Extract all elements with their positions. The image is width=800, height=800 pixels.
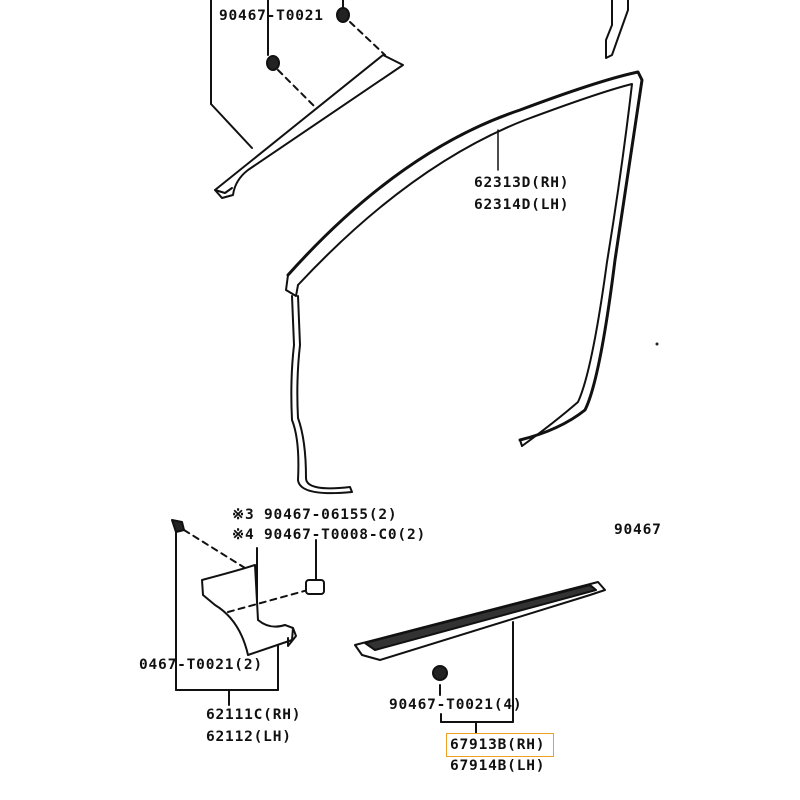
label-note-4: ※4 90467-T0008-C0(2) bbox=[232, 527, 427, 543]
edge-mark bbox=[655, 342, 659, 346]
label-cowl-fastener: 0467-T0021(2) bbox=[139, 657, 263, 673]
top-clips bbox=[266, 0, 386, 109]
label-scuff-rh[interactable]: 67913B(RH) bbox=[450, 737, 546, 753]
partial-part bbox=[605, 0, 629, 59]
label-scuff-lh[interactable]: 67914B(LH) bbox=[450, 758, 546, 774]
label-right-partial: 90467 bbox=[614, 522, 662, 538]
label-top-fastener: 90467-T0021 bbox=[219, 8, 324, 24]
a-pillar-garnish bbox=[210, 0, 404, 199]
scuff-plate bbox=[354, 581, 606, 734]
label-weatherstrip-lh: 62314D(LH) bbox=[474, 197, 570, 213]
label-note-3: ※3 90467-06155(2) bbox=[232, 507, 398, 523]
label-cowl-rh: 62111C(RH) bbox=[206, 707, 302, 723]
cowl-side-trim bbox=[171, 519, 325, 706]
door-weatherstrip bbox=[285, 70, 644, 495]
label-weatherstrip-rh: 62313D(RH) bbox=[474, 175, 570, 191]
label-cowl-lh: 62112(LH) bbox=[206, 729, 292, 745]
highlight-box bbox=[446, 733, 554, 757]
label-scuff-fastener: 90467-T0021(4) bbox=[389, 697, 523, 713]
